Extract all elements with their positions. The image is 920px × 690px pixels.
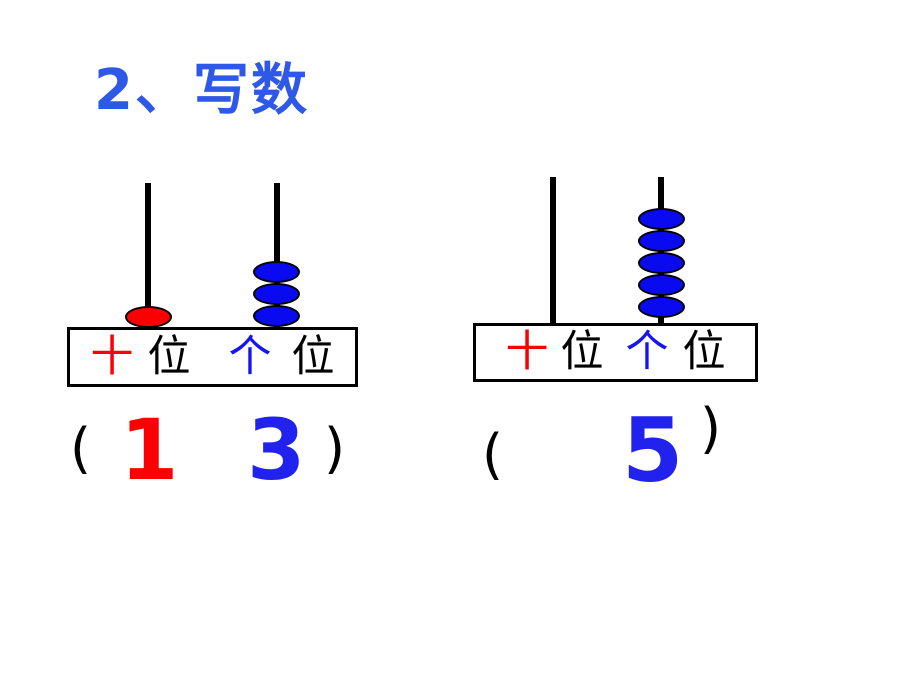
abacus-bead — [638, 208, 685, 230]
tens-place-label: 十 — [90, 331, 134, 382]
ones-place-unit-label: 位 — [682, 327, 726, 377]
abacus-right-place-value-box: 十 位 个 位 — [473, 323, 758, 382]
tens-place-label: 十 — [505, 327, 549, 377]
tens-place-unit-label: 位 — [560, 327, 604, 377]
ones-place-label: 个 — [625, 327, 669, 377]
abacus-bead — [638, 274, 685, 296]
slide-title: 2、写数 — [94, 58, 309, 123]
left-answer-ones-digit: 3 — [247, 401, 306, 499]
right-answer-open-paren: ( — [482, 423, 504, 486]
abacus-bead — [125, 306, 172, 328]
tens-place-unit-label: 位 — [147, 331, 191, 382]
right-answer-ones-digit: 5 — [622, 399, 684, 502]
abacus-bead — [638, 252, 685, 274]
abacus-bead — [638, 230, 685, 252]
abacus-bead — [253, 305, 300, 327]
left-answer-open-paren: ( — [70, 417, 92, 480]
abacus-bead — [638, 296, 685, 318]
abacus-bead — [253, 283, 300, 305]
abacus-left-ones-beads — [253, 261, 300, 327]
abacus-left-ones-rod — [274, 183, 280, 327]
left-answer-close-paren: ) — [324, 417, 346, 480]
abacus-right-ones-beads — [638, 208, 685, 318]
left-answer-tens-digit: 1 — [120, 401, 179, 499]
right-answer-close-paren: ) — [700, 397, 722, 460]
abacus-left-tens-rod — [145, 183, 151, 327]
abacus-left-place-value-box: 十 位 个 位 — [67, 327, 358, 387]
abacus-bead — [253, 261, 300, 283]
ones-place-unit-label: 位 — [291, 331, 335, 382]
abacus-left-tens-beads — [125, 306, 172, 328]
abacus-right-tens-rod — [550, 177, 556, 323]
ones-place-label: 个 — [228, 331, 272, 382]
